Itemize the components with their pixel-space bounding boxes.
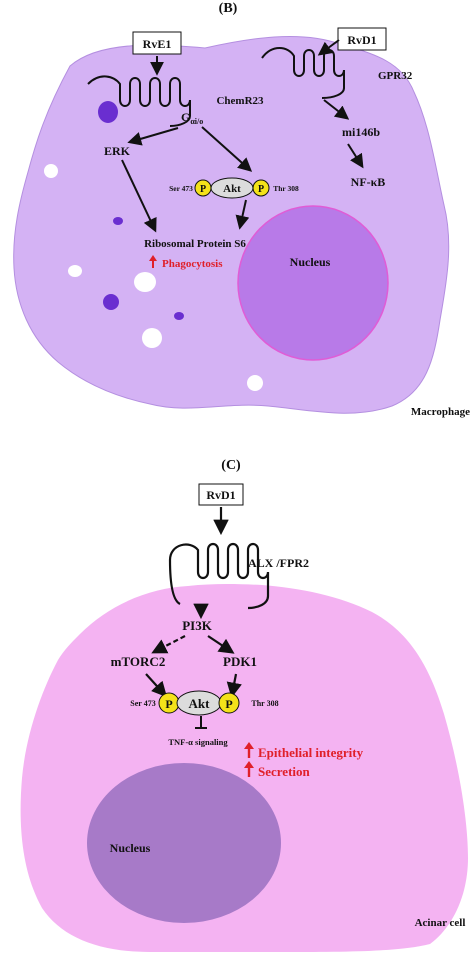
up-arrow-icon <box>244 742 254 758</box>
up-arrow-icon <box>244 761 254 777</box>
rve1-box <box>132 31 182 55</box>
nucleus-label: Nucleus <box>110 841 151 855</box>
phospho-thr308 <box>252 179 270 197</box>
panel-c-label: (C) <box>221 458 241 473</box>
p-label: P <box>165 697 172 711</box>
phospho-thr308 <box>218 692 240 714</box>
acinar-cell-label: Acinar cell <box>415 917 466 929</box>
akt-label: Akt <box>223 183 241 195</box>
thr308-label: Thr 308 <box>273 184 299 193</box>
mi146b-label: mi146b <box>342 125 380 139</box>
rvd1-label: RvD1 <box>206 488 235 502</box>
receptor-tail <box>168 559 181 605</box>
galpha-to-erk-arrow <box>127 127 179 146</box>
pi3k-to-mtorc2-arrow <box>151 635 186 654</box>
thr308-label: Thr 308 <box>251 699 278 708</box>
vesicle-white <box>134 272 156 292</box>
ser473-label: Ser 473 <box>130 699 155 708</box>
gpr32-receptor <box>261 47 345 99</box>
p-label: P <box>258 184 264 195</box>
pdk1-label: PDK1 <box>223 654 257 669</box>
macrophage-cell <box>13 36 450 414</box>
phagocytosis-label: Phagocytosis <box>162 258 223 270</box>
tnf-label: TNF-α signaling <box>168 737 228 747</box>
ribosomal-s6-label: Ribosomal Protein S6 <box>144 238 246 250</box>
chemr23-receptor <box>87 75 191 127</box>
gpr32-label: GPR32 <box>378 70 413 82</box>
epithelial-integrity-label: Epithelial integrity <box>258 745 364 760</box>
vesicle-white <box>44 164 58 178</box>
mtorc2-label: mTORC2 <box>111 654 166 669</box>
vesicle-white <box>142 328 162 348</box>
mtorc2-to-ser473-arrow <box>145 673 168 698</box>
vesicle-dark <box>113 217 123 225</box>
pi3k-to-pdk1-arrow <box>207 635 235 654</box>
g-protein-label: Gαi/o <box>181 110 203 126</box>
rvd1-arrow <box>317 39 340 56</box>
rvd1-box <box>337 27 387 51</box>
p-label: P <box>225 697 232 711</box>
acinar-nucleus <box>87 763 281 923</box>
nfkb-label: NF-κB <box>351 175 386 189</box>
vesicle-white <box>247 375 263 391</box>
vesicle-white <box>68 265 82 277</box>
erk-to-s6-arrow <box>121 159 157 233</box>
ser473-label: Ser 473 <box>169 184 193 193</box>
gpr32-to-mi146b-arrow <box>323 99 350 120</box>
vesicle-dark <box>103 294 119 310</box>
p-label: P <box>200 184 206 195</box>
galpha-to-akt-arrow <box>201 126 253 172</box>
akt-label: Akt <box>189 696 211 711</box>
rvd1-box <box>198 483 244 506</box>
panel-b-label: (B) <box>219 1 238 16</box>
rvd1-label: RvD1 <box>347 33 376 47</box>
macrophage-label: Macrophage <box>411 406 470 418</box>
mi146b-to-nfkb-arrow <box>347 143 364 169</box>
akt-to-s6-arrow <box>235 199 250 230</box>
macrophage-nucleus <box>237 205 389 361</box>
chemr23-label: ChemR23 <box>216 95 264 107</box>
erk-label: ERK <box>104 144 131 158</box>
vesicle-dark <box>98 101 118 123</box>
up-arrow-icon <box>149 255 157 268</box>
vesicle-dark <box>174 312 184 320</box>
alx-fpr2-label: ALX /FPR2 <box>248 556 309 570</box>
alx-fpr2-receptor <box>168 542 270 610</box>
nucleus-label: Nucleus <box>290 255 331 269</box>
rve1-label: RvE1 <box>143 37 172 51</box>
pdk1-to-thr308-arrow <box>226 673 242 699</box>
pi3k-label: PI3K <box>182 618 213 633</box>
secretion-label: Secretion <box>258 764 311 779</box>
